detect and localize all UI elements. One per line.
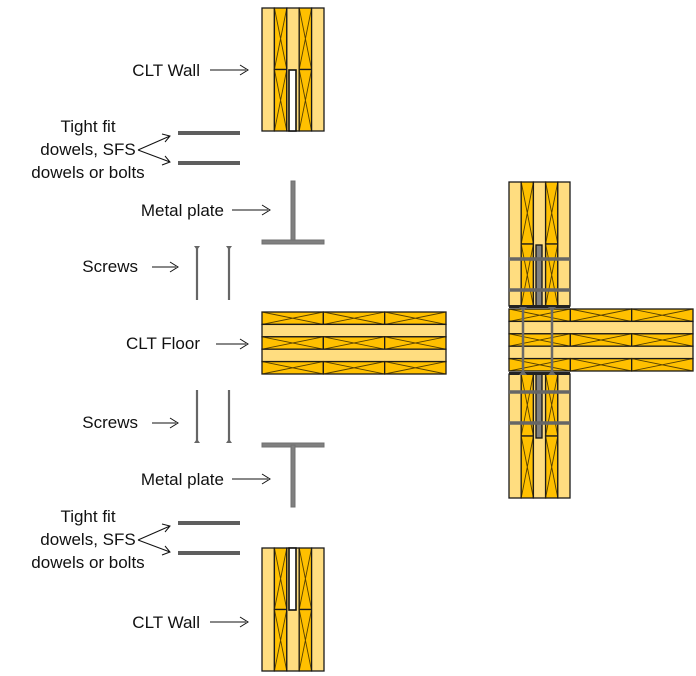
- dowels-top: [178, 131, 240, 165]
- screw-head: [519, 370, 527, 375]
- plate-web: [535, 373, 543, 439]
- screw-head: [194, 246, 200, 250]
- arrow-screws-bottom: [152, 417, 179, 429]
- arrow-screws-top: [152, 261, 179, 273]
- grain-cross: [570, 308, 632, 322]
- wall-layer-long: [261, 7, 276, 132]
- grain-cross: [520, 181, 534, 245]
- screws-top: [194, 246, 232, 300]
- label-screws-top: Screws: [82, 257, 138, 276]
- grain-cross: [323, 311, 385, 325]
- grain-cross: [508, 308, 571, 322]
- grain-cross: [298, 609, 313, 672]
- wall-layer-long: [310, 7, 325, 132]
- wall-layer-long: [261, 547, 276, 672]
- grain-cross: [570, 358, 632, 372]
- grain-cross: [273, 547, 288, 610]
- clt-wall-top: [261, 7, 325, 132]
- wall-layer-long: [557, 181, 571, 307]
- grain-cross: [273, 7, 288, 70]
- assembled-connection: [508, 181, 694, 499]
- grain-cross: [298, 547, 313, 610]
- grain-cross: [323, 336, 385, 350]
- label-screws-bottom: Screws: [82, 413, 138, 432]
- grain-cross: [545, 181, 559, 245]
- plate-flange: [509, 372, 570, 375]
- plate-flange: [261, 239, 325, 245]
- metal-plate-bottom: [261, 442, 325, 508]
- screw-head: [548, 370, 556, 375]
- grain-cross: [384, 361, 447, 375]
- label-dowels-bottom-3: dowels or bolts: [31, 553, 144, 572]
- floor-layer-long: [261, 348, 447, 363]
- grain-cross: [261, 336, 324, 350]
- plate-web: [290, 444, 296, 508]
- label-metal-plate-bottom: Metal plate: [141, 470, 224, 489]
- screw-head: [548, 307, 556, 312]
- arrow-dowels-bottom: [137, 523, 171, 556]
- arrow-clt-floor: [216, 338, 249, 350]
- grain-cross: [631, 308, 694, 322]
- label-metal-plate-top: Metal plate: [141, 201, 224, 220]
- metal-plate-top: [261, 180, 325, 245]
- plate-slot: [288, 547, 297, 611]
- floor-layer-long: [261, 323, 447, 338]
- wall-layer-long: [310, 547, 325, 672]
- arrow-metal-plate-bottom: [232, 473, 271, 485]
- grain-cross: [273, 69, 288, 132]
- plate-slot: [288, 69, 297, 132]
- screws-bottom: [194, 390, 232, 443]
- label-clt-wall-top: CLT Wall: [132, 61, 200, 80]
- grain-cross: [631, 358, 694, 372]
- grain-cross: [631, 333, 694, 347]
- screw-head: [194, 439, 200, 443]
- screw-head: [226, 439, 232, 443]
- grain-cross: [298, 69, 313, 132]
- label-dowels-bottom-2: dowels, SFS: [40, 530, 135, 549]
- plate-web: [535, 244, 543, 307]
- plate-flange: [509, 305, 570, 308]
- label-clt-floor: CLT Floor: [126, 334, 200, 353]
- grain-cross: [520, 435, 534, 499]
- screw-head: [519, 307, 527, 312]
- grain-cross: [323, 361, 385, 375]
- grain-cross: [298, 7, 313, 70]
- clt-wall-bottom: [261, 547, 325, 672]
- arrow-metal-plate-top: [232, 204, 271, 216]
- grain-cross: [570, 333, 632, 347]
- label-dowels-top-2: dowels, SFS: [40, 140, 135, 159]
- label-clt-wall-bottom: CLT Wall: [132, 613, 200, 632]
- grain-cross: [273, 609, 288, 672]
- label-dowels-top-1: Tight fit: [60, 117, 115, 136]
- screw-head: [226, 246, 232, 250]
- wall-layer-long: [508, 181, 522, 307]
- arrow-dowels-top: [137, 133, 171, 166]
- dowels-bottom: [178, 521, 240, 555]
- label-dowels-top-3: dowels or bolts: [31, 163, 144, 182]
- grain-cross: [545, 373, 559, 437]
- plate-web: [290, 180, 296, 242]
- grain-cross: [261, 361, 324, 375]
- floor-layer-long: [508, 320, 694, 335]
- grain-cross: [261, 311, 324, 325]
- clt-floor: [261, 311, 447, 375]
- grain-cross: [508, 333, 571, 347]
- label-dowels-bottom-1: Tight fit: [60, 507, 115, 526]
- grain-cross: [508, 358, 571, 372]
- floor-layer-long: [508, 345, 694, 360]
- grain-cross: [384, 336, 447, 350]
- grain-cross: [384, 311, 447, 325]
- grain-cross: [545, 243, 559, 307]
- arrow-clt-wall-bottom: [210, 616, 249, 628]
- grain-cross: [520, 243, 534, 307]
- grain-cross: [545, 435, 559, 499]
- arrow-clt-wall-top: [210, 64, 249, 76]
- grain-cross: [520, 373, 534, 437]
